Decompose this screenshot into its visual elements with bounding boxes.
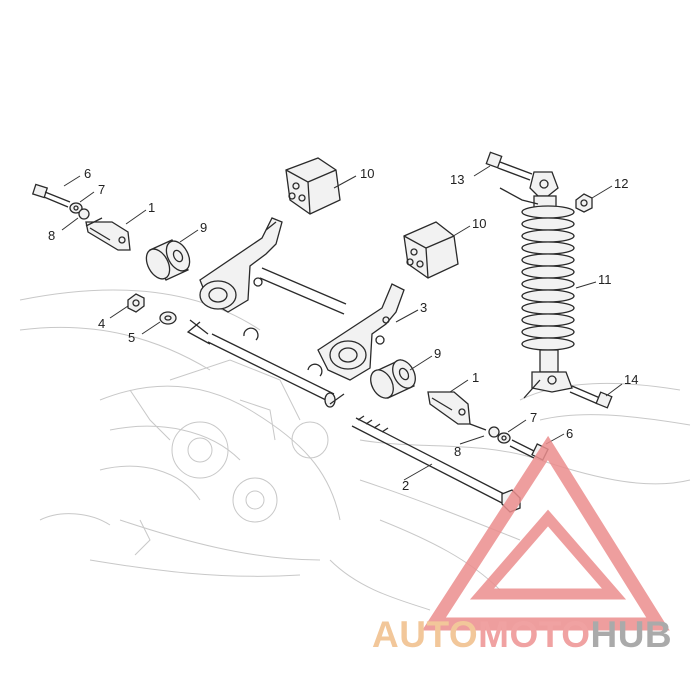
washer-8-right [488,426,500,438]
callout-1-right: 1 [472,370,479,385]
callout-labels: 6 7 8 1 9 4 5 10 10 3 9 1 7 8 6 2 13 12 … [48,166,638,493]
washer-5 [159,311,177,325]
nut-12 [575,193,593,213]
bolt-6-left [31,183,71,208]
rubber-damper-10-lower [403,221,459,279]
logo-part-hub: HUB [590,614,673,655]
leader-lines [61,165,623,481]
spring-coil [521,217,575,231]
rubber-damper-10-upper [285,157,341,215]
spring-coil [521,241,575,255]
washer-7-right [497,432,511,444]
spring-coil [521,313,575,327]
callout-6-left: 6 [84,166,91,181]
assembly-guide-lines [85,187,541,431]
bushing-9-left [145,239,191,281]
bushing-9-right [370,359,416,399]
nut-4 [127,293,145,313]
callout-1-left: 1 [148,200,155,215]
callout-13: 13 [450,172,464,187]
callout-3: 3 [420,300,427,315]
callout-9-left: 9 [200,220,207,235]
bracket-1-left [85,221,131,251]
callout-9-right: 9 [434,346,441,361]
callout-5: 5 [128,330,135,345]
washer-8-left [78,208,90,220]
bracket-1-right [427,391,471,425]
spring-coil [521,265,575,279]
callout-8-right: 8 [454,444,461,459]
washer-7-left [69,202,83,214]
bolt-14 [569,385,613,409]
spring-coil [521,337,575,351]
spring-coil [521,325,575,339]
callout-4: 4 [98,316,105,331]
spring-coil [521,301,575,315]
linkage-arm-left [199,217,283,313]
cross-tube [259,267,347,315]
logo-part-auto: AUTO [372,614,479,655]
pivot-pin [189,319,336,408]
callout-10-upper: 10 [360,166,374,181]
callout-2: 2 [402,478,409,493]
callout-14: 14 [624,372,638,387]
retaining-clips [243,327,323,377]
callout-6-right: 6 [566,426,573,441]
spring-coil [521,289,575,303]
bolt-13 [485,151,533,181]
callout-11: 11 [598,272,612,287]
spring-coil [521,205,575,219]
logo-part-moto: MOTO [478,614,591,655]
callout-12: 12 [614,176,628,191]
shock-spring [521,205,575,351]
spring-coil [521,253,575,267]
watermark-triangle [422,435,670,631]
callout-8-left: 8 [48,228,55,243]
callout-7-left: 7 [98,182,105,197]
linkage-arm-right [317,283,405,381]
watermark-logo-text: AUTOMOTOHUB [372,614,673,655]
callout-7-right: 7 [530,410,537,425]
spring-coil [521,277,575,291]
callout-10-lower: 10 [472,216,486,231]
spring-coil [521,229,575,243]
shock-absorber-11 [521,171,575,393]
